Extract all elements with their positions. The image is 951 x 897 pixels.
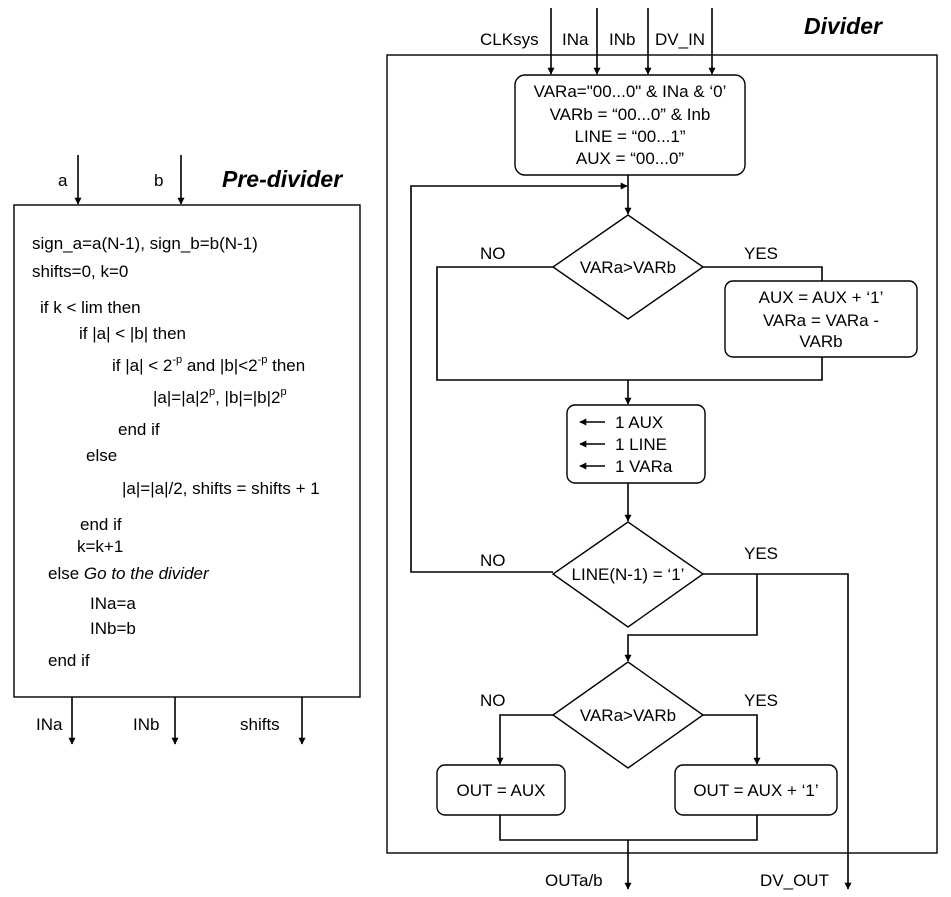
out-aux-plus-box [674, 764, 838, 816]
decision-round-label: VARa>VARb [580, 706, 676, 725]
code-line: sign_a=a(N-1), sign_b=b(N-1) [32, 234, 258, 253]
code-line: else Go to the divider [48, 564, 210, 583]
input-b-label: b [154, 171, 163, 190]
code-line: if k < lim then [40, 298, 141, 317]
no-label: NO [480, 244, 506, 263]
shift-line: 1 AUX [615, 413, 663, 432]
input-a-label: a [58, 171, 68, 190]
input-ina-label: INa [562, 30, 589, 49]
pre-divider: Pre-divider a b sign_a=a(N-1), sign_b=b(… [13, 155, 361, 745]
flow-arrow [624, 574, 758, 662]
out-aux-box [436, 764, 566, 816]
input-dvin-label: DV_IN [655, 30, 705, 49]
init-line: VARa="00...0" & INa & ‘0’ [534, 82, 727, 101]
yes-branch-line [703, 266, 823, 281]
code-line: INb=b [90, 619, 136, 638]
code-line: end if [48, 651, 90, 670]
init-line: VARb = “00...0” & Inb [550, 105, 711, 124]
code-line: |a|=|a|/2, shifts = shifts + 1 [122, 479, 320, 498]
input-clksys-label: CLKsys [480, 30, 539, 49]
loop-back-arrow [410, 182, 628, 573]
output-ina-label: INa [36, 715, 63, 734]
init-box [514, 74, 746, 176]
output-shifts-label: shifts [240, 715, 280, 734]
divider: Divider CLKsys INa INb DV_IN VARa="00...… [386, 8, 938, 890]
out-aux-label: OUT = AUX [457, 781, 546, 800]
out-aux-plus-label: OUT = AUX + ‘1’ [693, 781, 818, 800]
shift-line: 1 LINE [615, 435, 667, 454]
yes-label: YES [744, 691, 778, 710]
update-line: VARa = VARa - [763, 311, 879, 330]
code-line: else [86, 446, 117, 465]
input-inb-label: INb [609, 30, 635, 49]
divider-title: Divider [804, 13, 883, 39]
output-inb-label: INb [133, 715, 159, 734]
no-branch-line [436, 266, 823, 381]
decision-compare-label: VARa>VARb [580, 258, 676, 277]
init-line: LINE = “00...1” [574, 127, 685, 146]
pre-divider-box [13, 204, 361, 698]
output-dvout-label: DV_OUT [760, 871, 829, 890]
decision-line-check [551, 521, 705, 628]
code-line: if |a| < |b| then [79, 324, 186, 343]
shift-box [566, 404, 706, 484]
shift-line: 1 VARa [615, 457, 673, 476]
decision-round [551, 661, 705, 769]
pre-divider-title: Pre-divider [222, 166, 343, 192]
dv-out-arrow [703, 573, 852, 890]
code-line: end if [118, 420, 160, 439]
update-line: VARb [799, 332, 842, 351]
decision-line-check-label: LINE(N-1) = ‘1’ [572, 565, 685, 584]
output-out-label: OUTa/b [545, 871, 603, 890]
update-box [724, 280, 918, 358]
no-label: NO [480, 551, 506, 570]
no-branch-arrow [496, 714, 553, 765]
code-line: end if [80, 515, 122, 534]
yes-label: YES [744, 544, 778, 563]
init-line: AUX = “00...0” [576, 149, 685, 168]
yes-label: YES [744, 244, 778, 263]
yes-branch-arrow [703, 714, 761, 765]
code-line: if |a| < 2-p and |b|<2-p then [112, 354, 305, 375]
decision-compare [551, 214, 705, 320]
code-line: k=k+1 [77, 537, 123, 556]
code-line: |a|=|a|2p, |b|=|b|2p [153, 386, 287, 407]
code-line: INa=a [90, 594, 136, 613]
code-line: shifts=0, k=0 [32, 262, 128, 281]
update-line: AUX = AUX + ‘1’ [759, 288, 884, 307]
no-label: NO [480, 691, 506, 710]
